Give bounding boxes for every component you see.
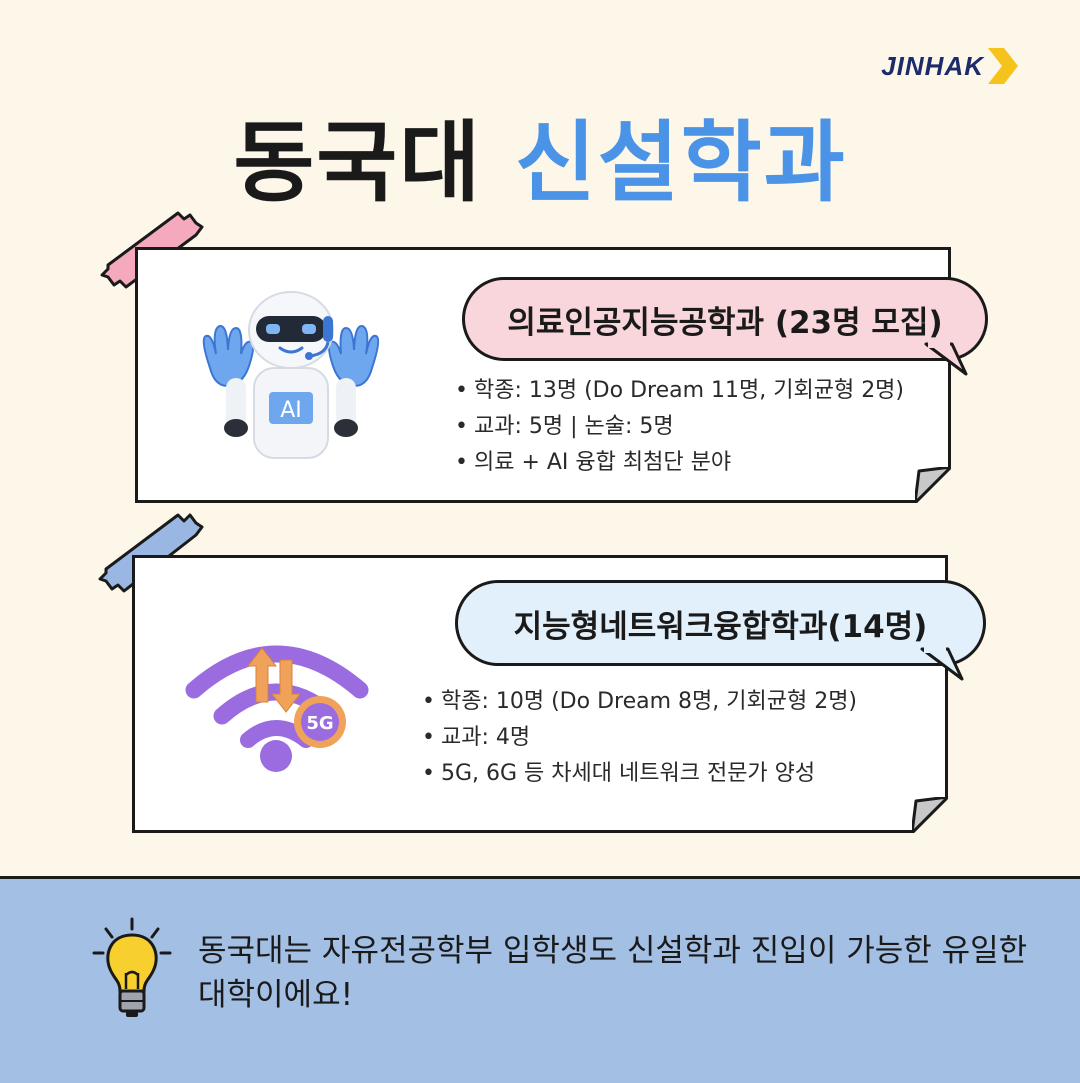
list-item: 교과: 5명 | 논술: 5명 (455, 409, 904, 445)
department-name-2: 지능형네트워크융합학과(14명) (513, 608, 928, 645)
page-fold-corner (912, 797, 948, 833)
bubble-tail (924, 342, 968, 376)
list-item: 5G, 6G 등 차세대 네트워크 전문가 양성 (422, 756, 857, 792)
logo-text: JINHAK (881, 50, 984, 81)
department-details-2: 학종: 10명 (Do Dream 8명, 기회균형 2명) 교과: 4명 5G… (422, 684, 857, 792)
robot-chest-label: AI (280, 398, 302, 423)
title-part2: 신설학과 (514, 111, 847, 214)
jinhak-logo: JINHAK (881, 46, 1020, 86)
department-title-bubble-1: 의료인공지능공학과 (23명 모집) (462, 277, 988, 361)
bubble-tail (920, 647, 964, 681)
department-title-bubble-2: 지능형네트워크융합학과(14명) (455, 580, 986, 666)
department-name-1: 의료인공지능공학과 (23명 모집) (507, 304, 943, 341)
lightbulb-icon (92, 917, 172, 1017)
list-item: 교과: 4명 (422, 720, 857, 756)
footer-note: 동국대는 자유전공학부 입학생도 신설학과 진입이 가능한 유일한 대학이에요! (0, 876, 1080, 1083)
page-fold-corner (915, 467, 951, 503)
footer-text: 동국대는 자유전공학부 입학생도 신설학과 진입이 가능한 유일한 대학이에요! (198, 933, 1028, 1013)
list-item: 학종: 10명 (Do Dream 8명, 기회균형 2명) (422, 684, 857, 720)
title-part1: 동국대 (233, 111, 483, 214)
page-title: 동국대 신설학과 (0, 92, 1080, 219)
list-item: 의료 + AI 융합 최첨단 분야 (455, 445, 904, 481)
5g-badge-label: 5G (306, 713, 333, 734)
5g-wifi-icon: 5G (185, 645, 369, 772)
logo-chevron-icon (988, 48, 1018, 84)
department-details-1: 학종: 13명 (Do Dream 11명, 기회균형 2명) 교과: 5명 |… (455, 373, 904, 481)
ai-robot-icon: AI (202, 291, 380, 459)
list-item: 학종: 13명 (Do Dream 11명, 기회균형 2명) (455, 373, 904, 409)
